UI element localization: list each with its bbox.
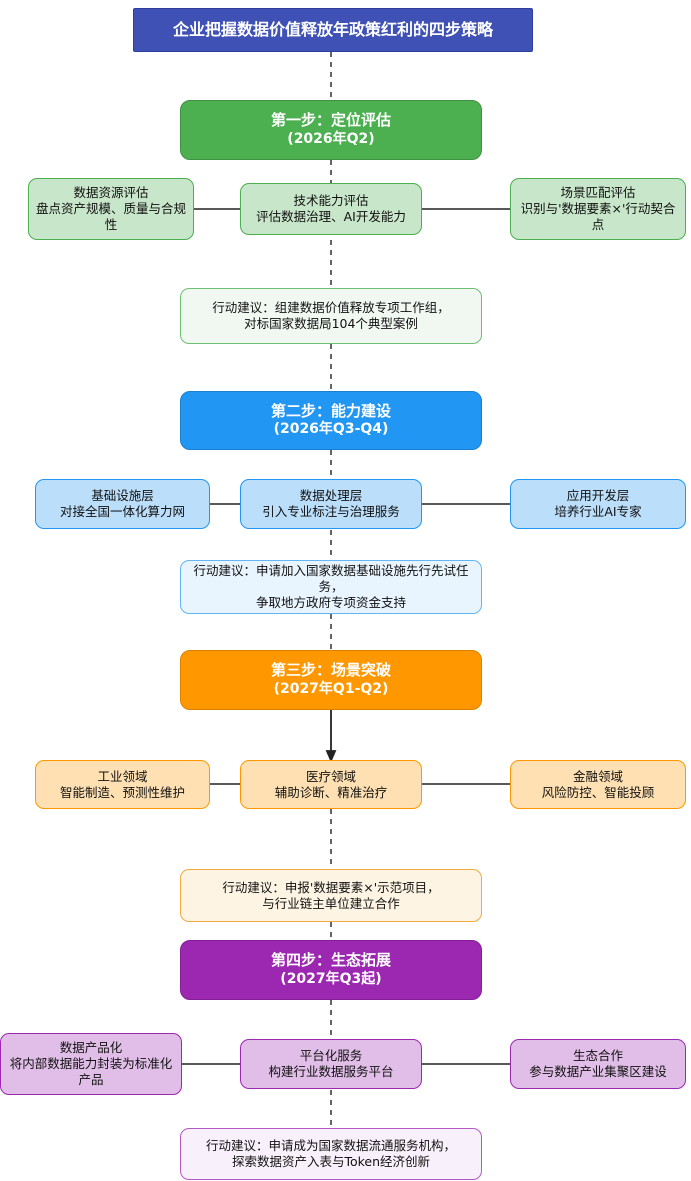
step-2-leaf-2-title: 数据处理层 [299, 488, 363, 503]
step-4-advice: 行动建议：申请成为国家数据流通服务机构， 探索数据资产入表与Token经济创新 [180, 1128, 482, 1180]
step-2-leaf-1-detail: 对接全国一体化算力网 [59, 504, 185, 519]
step-3-leaf-1[interactable]: 工业领域 智能制造、预测性维护 [35, 760, 210, 809]
step-1-leaf-2[interactable]: 技术能力评估 评估数据治理、AI开发能力 [240, 183, 422, 235]
step-2-period: (2026年Q3-Q4) [273, 421, 389, 438]
step-4-leaf-1[interactable]: 数据产品化 将内部数据能力封装为标准化产品 [0, 1033, 182, 1095]
step-2-leaf-2[interactable]: 数据处理层 引入专业标注与治理服务 [240, 479, 422, 529]
step-3-advice-line1: 行动建议：申报'数据要素×'示范项目， [222, 879, 440, 895]
step-header-4[interactable]: 第四步：生态拓展 (2027年Q3起) [180, 940, 482, 1000]
step-4-leaf-3-title: 生态合作 [572, 1048, 623, 1063]
step-3-leaf-3[interactable]: 金融领域 风险防控、智能投顾 [510, 760, 686, 809]
step-1-advice-line1: 行动建议：组建数据价值释放专项工作组， [212, 300, 450, 315]
step-2-leaf-1[interactable]: 基础设施层 对接全国一体化算力网 [35, 479, 210, 529]
step-3-title: 第三步：场景突破 [270, 661, 391, 680]
step-header-2[interactable]: 第二步：能力建设 (2026年Q3-Q4) [180, 391, 482, 450]
step-3-advice: 行动建议：申报'数据要素×'示范项目， 与行业链主单位建立合作 [180, 869, 482, 922]
step-2-leaf-3-title: 应用开发层 [566, 488, 630, 503]
chart-title: 企业把握数据价值释放年政策红利的四步策略 [133, 8, 533, 52]
step-1-leaf-2-detail: 评估数据治理、AI开发能力 [256, 209, 406, 224]
step-1-title: 第一步：定位评估 [270, 111, 391, 130]
step-header-1[interactable]: 第一步：定位评估 (2026年Q2) [180, 100, 482, 160]
step-header-3[interactable]: 第三步：场景突破 (2027年Q1-Q2) [180, 650, 482, 710]
step-4-leaf-2[interactable]: 平台化服务 构建行业数据服务平台 [240, 1039, 422, 1089]
step-4-advice-line2: 探索数据资产入表与Token经济创新 [231, 1154, 431, 1169]
step-4-leaf-3-detail: 参与数据产业集聚区建设 [529, 1064, 667, 1079]
step-3-leaf-3-title: 金融领域 [572, 768, 623, 784]
step-2-leaf-3-detail: 培养行业AI专家 [554, 504, 642, 519]
step-2-advice: 行动建议：申请加入国家数据基础设施先行先试任务， 争取地方政府专项资金支持 [180, 560, 482, 614]
step-3-leaf-3-detail: 风险防控、智能投顾 [541, 784, 655, 800]
step-4-title: 第四步：生态拓展 [270, 951, 391, 970]
step-1-advice-line2: 对标国家数据局104个典型案例 [244, 316, 418, 331]
step-1-leaf-3-detail: 识别与'数据要素×'行动契合点 [520, 201, 676, 232]
step-4-leaf-3[interactable]: 生态合作 参与数据产业集聚区建设 [510, 1039, 686, 1089]
step-2-leaf-2-detail: 引入专业标注与治理服务 [262, 504, 400, 519]
step-4-period: (2027年Q3起) [280, 970, 382, 987]
step-1-leaf-1[interactable]: 数据资源评估 盘点资产规模、质量与合规性 [28, 178, 194, 240]
step-3-advice-line2: 与行业链主单位建立合作 [262, 895, 400, 911]
step-4-advice-line1: 行动建议：申请成为国家数据流通服务机构， [205, 1138, 456, 1153]
step-1-leaf-3-title: 场景匹配评估 [560, 185, 636, 200]
chart-title-text: 企业把握数据价值释放年政策红利的四步策略 [172, 19, 493, 39]
step-3-leaf-2[interactable]: 医疗领域 辅助诊断、精准治疗 [240, 760, 422, 809]
step-1-leaf-3[interactable]: 场景匹配评估 识别与'数据要素×'行动契合点 [510, 178, 686, 240]
step-3-leaf-1-detail: 智能制造、预测性维护 [59, 784, 185, 800]
step-4-leaf-1-title: 数据产品化 [59, 1040, 123, 1055]
step-1-leaf-1-detail: 盘点资产规模、质量与合规性 [35, 201, 186, 232]
step-2-advice-line2: 争取地方政府专项资金支持 [255, 595, 406, 610]
step-1-period: (2026年Q2) [287, 130, 375, 147]
step-3-period: (2027年Q1-Q2) [273, 680, 389, 697]
step-3-leaf-1-title: 工业领域 [97, 768, 148, 784]
step-4-leaf-1-detail: 将内部数据能力封装为标准化产品 [9, 1056, 173, 1087]
step-2-title: 第二步：能力建设 [270, 401, 391, 420]
step-1-advice: 行动建议：组建数据价值释放专项工作组， 对标国家数据局104个典型案例 [180, 288, 482, 344]
step-3-leaf-2-detail: 辅助诊断、精准治疗 [274, 784, 388, 800]
step-1-leaf-1-title: 数据资源评估 [73, 185, 149, 200]
step-2-leaf-3[interactable]: 应用开发层 培养行业AI专家 [510, 479, 686, 529]
step-2-leaf-1-title: 基础设施层 [91, 488, 154, 503]
step-4-leaf-2-detail: 构建行业数据服务平台 [268, 1064, 394, 1079]
step-2-advice-line1: 行动建议：申请加入国家数据基础设施先行先试任务， [193, 563, 469, 594]
step-1-leaf-2-title: 技术能力评估 [293, 193, 369, 208]
step-3-leaf-2-title: 医疗领域 [305, 768, 356, 784]
step-4-leaf-2-title: 平台化服务 [299, 1048, 363, 1063]
